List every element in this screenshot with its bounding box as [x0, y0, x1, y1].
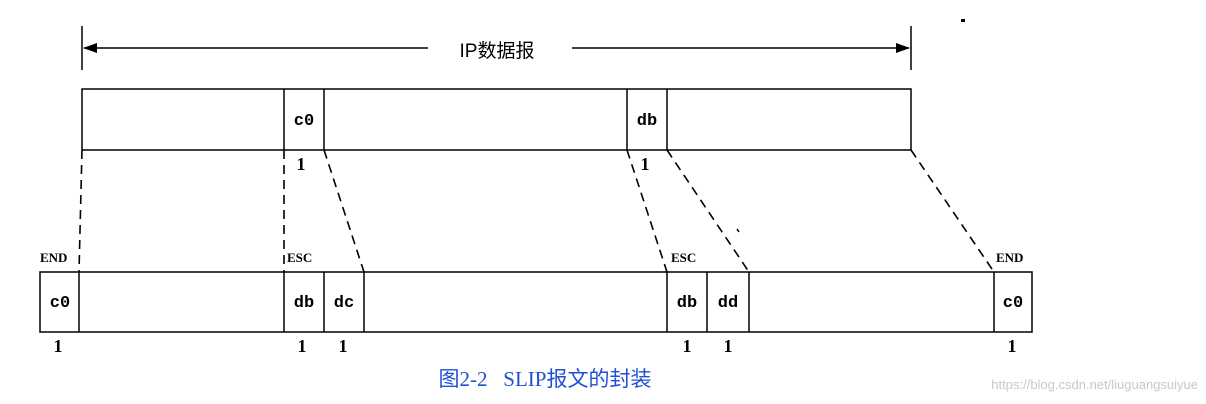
mapping-lines	[78, 149, 995, 273]
scan-speck	[736, 228, 740, 233]
mapping-line	[666, 149, 750, 273]
frame-cell-dd: dd	[718, 294, 738, 313]
marker-esc: ESC	[287, 250, 312, 265]
frame-cell-c0-end: c0	[1003, 294, 1023, 313]
top-size-label: 1	[297, 154, 306, 174]
frame-size-label: 1	[298, 336, 307, 356]
span-indicator: IP数据报	[81, 26, 912, 70]
mapping-line	[910, 149, 995, 273]
mapping-line	[78, 149, 83, 273]
slip-frame-box	[39, 271, 1033, 333]
span-label: IP数据报	[460, 40, 535, 62]
frame-size-label: 1	[683, 336, 692, 356]
frame-size-label: 1	[724, 336, 733, 356]
marker-esc: ESC	[671, 250, 696, 265]
frame-size-label: 1	[339, 336, 348, 356]
figure-caption: 图2-2 SLIP报文的封装	[439, 367, 652, 391]
frame-cell-db: db	[677, 294, 697, 313]
ip-datagram-row: c0 db 1 1	[81, 88, 912, 174]
top-size-label: 1	[641, 154, 650, 174]
frame-cell-db: db	[294, 294, 314, 313]
mapping-line	[323, 149, 365, 273]
scan-speck	[961, 19, 965, 22]
slip-frame-row: c0 db dc db dd c0 END ESC ESC END 1 1 1 …	[39, 250, 1033, 356]
top-cell-c0: c0	[294, 112, 314, 131]
frame-cell-dc: dc	[334, 294, 354, 313]
frame-size-label: 1	[1008, 336, 1017, 356]
frame-cell-c0-start: c0	[50, 294, 70, 313]
frame-size-label: 1	[54, 336, 63, 356]
mapping-line	[626, 149, 668, 273]
marker-end-end: END	[996, 250, 1023, 265]
ip-datagram-box	[81, 88, 912, 151]
top-cell-db: db	[637, 112, 657, 131]
marker-end-start: END	[40, 250, 67, 265]
watermark: https://blog.csdn.net/liuguangsuiyue	[991, 377, 1198, 392]
